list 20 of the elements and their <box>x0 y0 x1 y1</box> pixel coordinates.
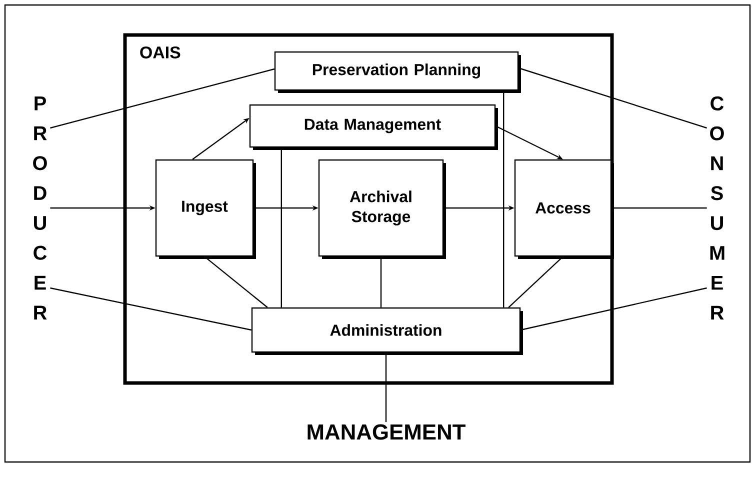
connector-line <box>204 256 268 308</box>
connector-line <box>385 352 387 422</box>
connector-line <box>503 90 504 308</box>
connector-line <box>380 256 382 308</box>
process-box: Preservation Planning <box>274 51 521 93</box>
connector-line <box>518 67 707 129</box>
connector-line <box>508 256 564 308</box>
connector-line <box>280 148 282 308</box>
vertical-label: P R O D U C E R <box>33 96 47 320</box>
vertical-label: C O N S U M E R <box>710 96 724 320</box>
process-box: Administration <box>251 307 523 355</box>
connector-line <box>612 207 707 209</box>
process-box: Ingest <box>155 159 256 259</box>
process-box: Archival Storage <box>318 159 446 259</box>
entity-label: MANAGEMENT <box>308 424 466 440</box>
connector-line <box>520 287 707 331</box>
process-box: Access <box>514 159 614 259</box>
process-box: Data Management <box>249 104 498 150</box>
connector-line <box>50 68 275 129</box>
connector-line <box>50 287 252 331</box>
